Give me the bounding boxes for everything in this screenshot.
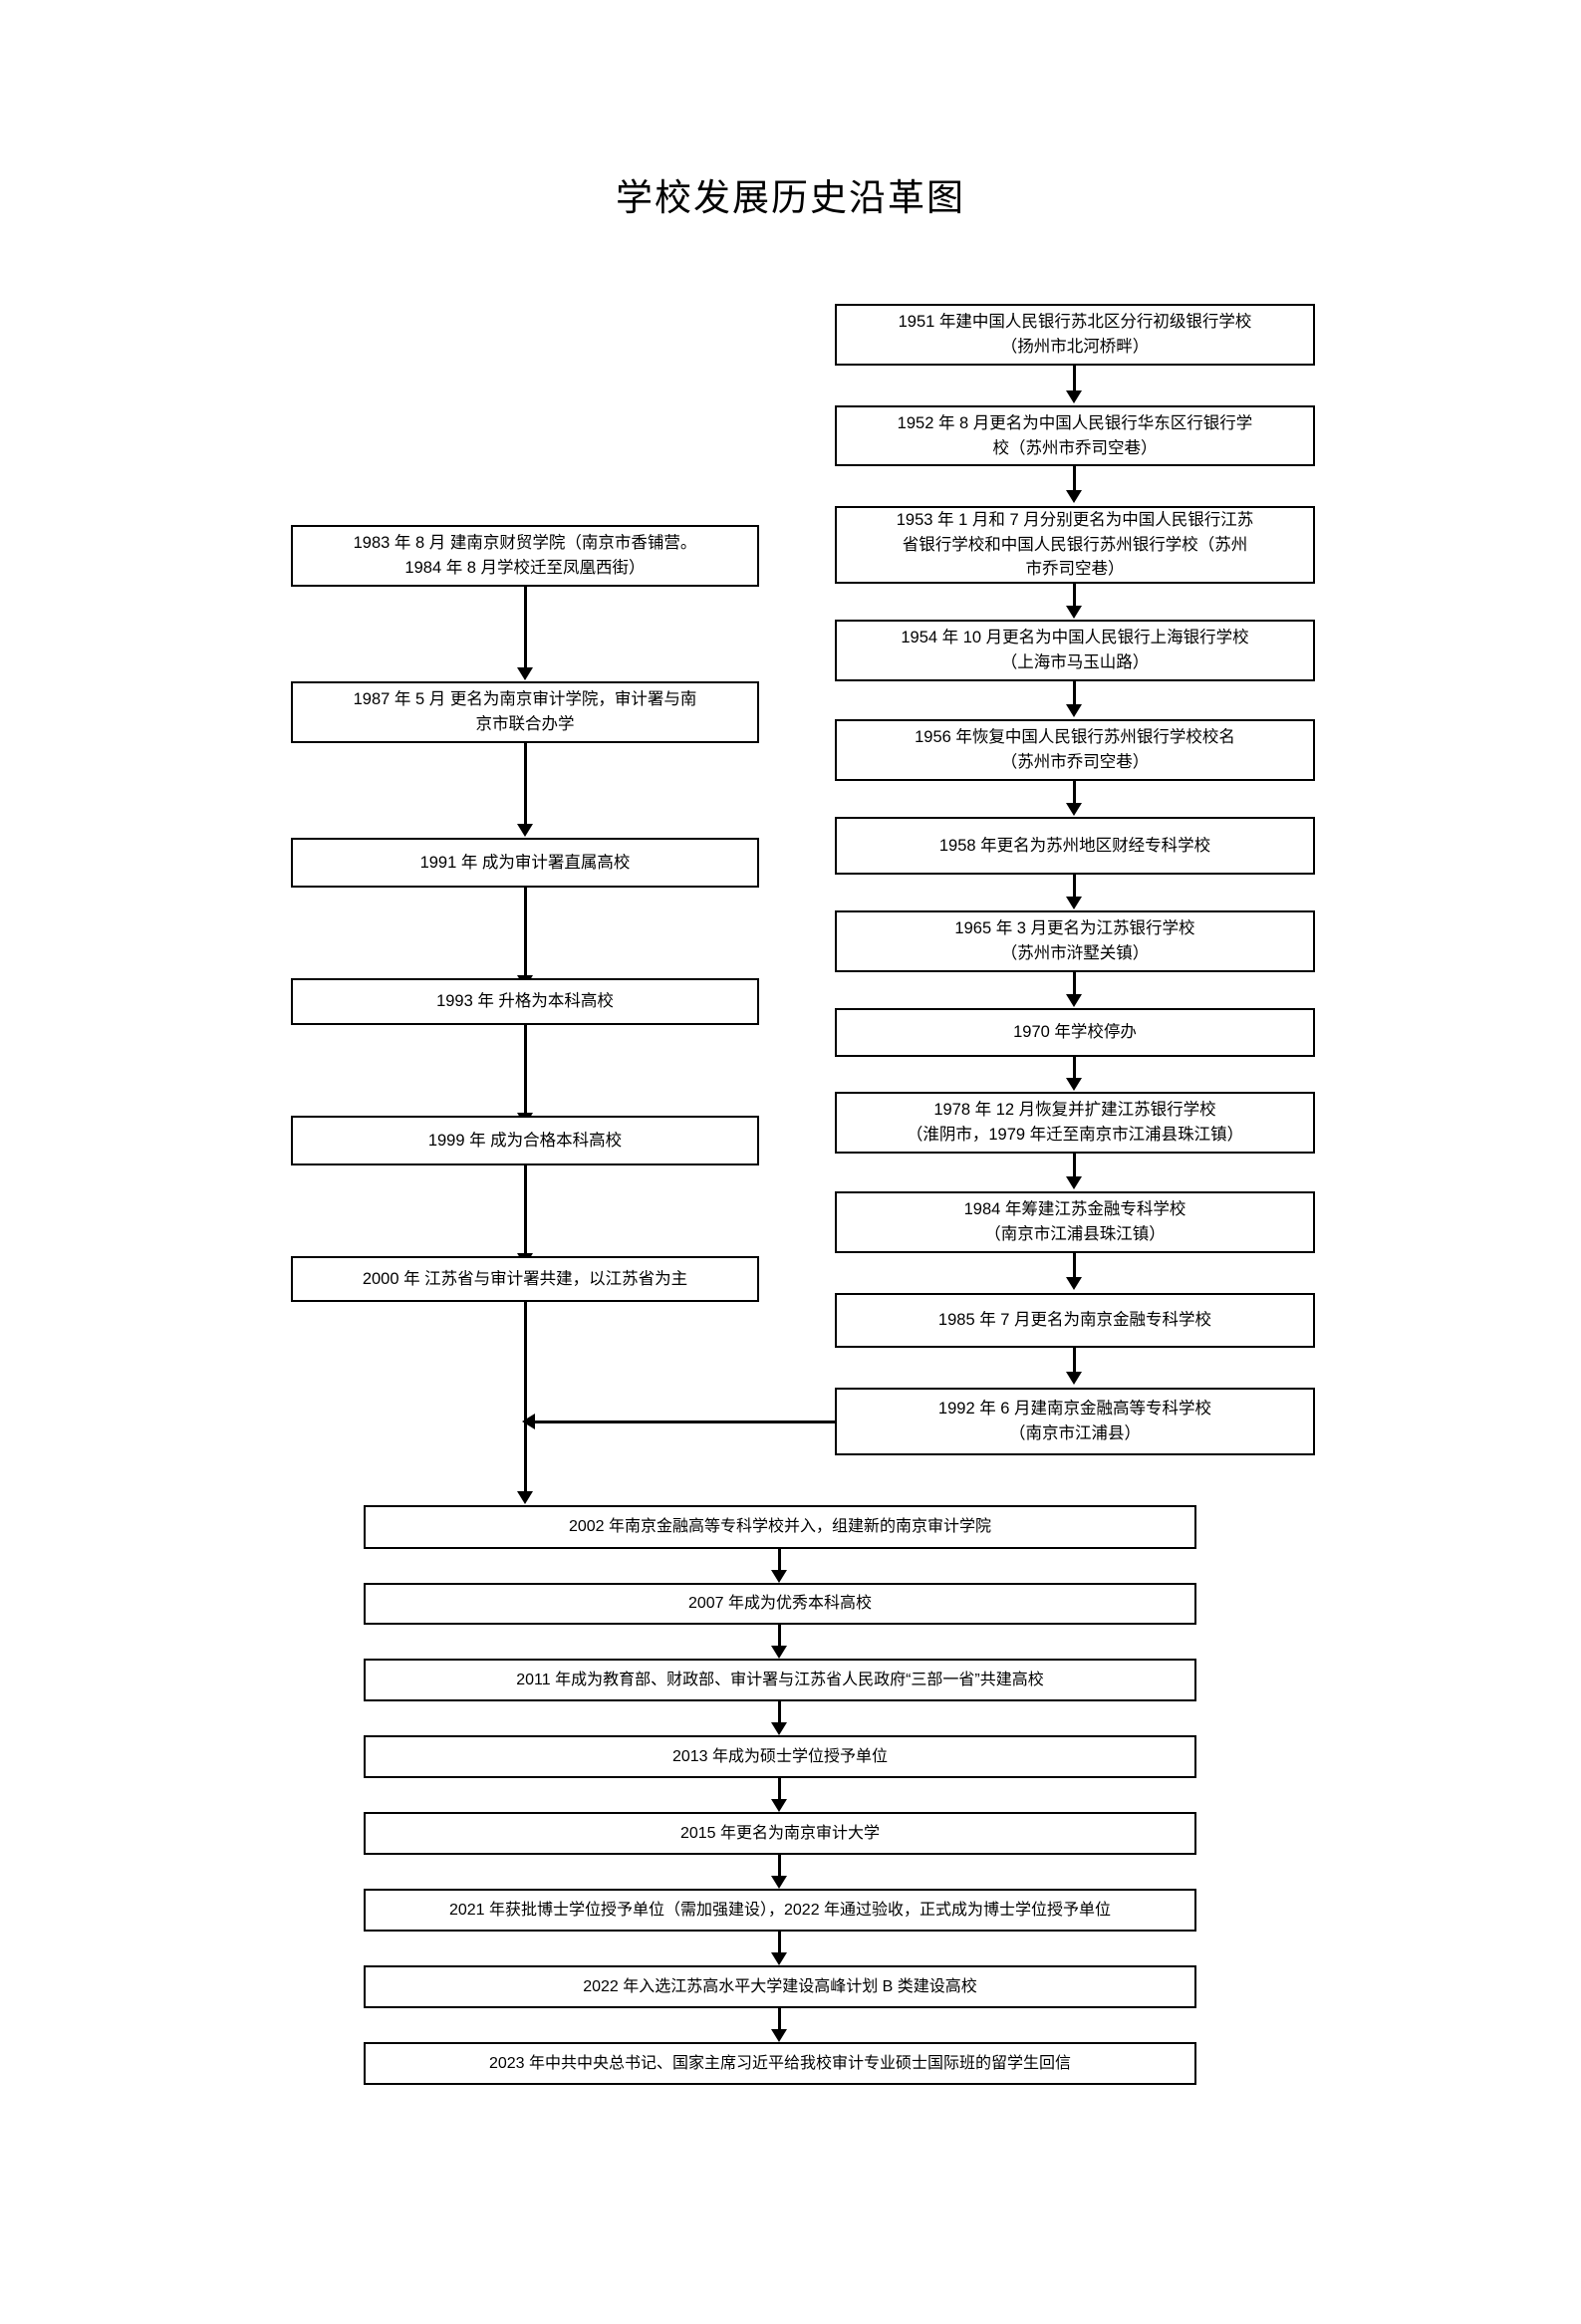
node-1987: 1987 年 5 月 更名为南京审计学院，审计署与南 京市联合办学 [291, 681, 759, 743]
node-2011: 2011 年成为教育部、财政部、审计署与江苏省人民政府“三部一省”共建高校 [364, 1659, 1196, 1701]
arrowhead-1958-1965 [1066, 897, 1082, 909]
arrowhead-2000-2002 [517, 1491, 533, 1504]
connector-1983-1987 [524, 587, 527, 672]
arrowhead-1983-1987 [517, 667, 533, 680]
node-1993: 1993 年 升格为本科高校 [291, 978, 759, 1025]
connector-1978-1984 [1073, 1154, 1076, 1182]
node-1984: 1984 年筹建江苏金融专科学校 （南京市江浦县珠江镇） [835, 1191, 1315, 1253]
node-2007: 2007 年成为优秀本科高校 [364, 1583, 1196, 1625]
arrowhead-2013-2015 [771, 1799, 787, 1812]
connector-1992-to-main [535, 1420, 836, 1423]
node-1992: 1992 年 6 月建南京金融高等专科学校 （南京市江浦县） [835, 1388, 1315, 1455]
connector-1970-1978 [1073, 1057, 1076, 1084]
arrowhead-1970-1978 [1066, 1078, 1082, 1091]
connector-1984-1985 [1073, 1253, 1076, 1283]
connector-1958-1965 [1073, 875, 1076, 903]
connector-1953-1954 [1073, 584, 1076, 612]
node-1956: 1956 年恢复中国人民银行苏州银行学校校名 （苏州市乔司空巷） [835, 719, 1315, 781]
node-1970: 1970 年学校停办 [835, 1008, 1315, 1057]
connector-1956-1958 [1073, 781, 1076, 809]
node-2021: 2021 年获批博士学位授予单位（需加强建设），2022 年通过验收，正式成为博… [364, 1889, 1196, 1932]
connector-2000-2002 [524, 1302, 527, 1496]
arrowhead-1952-1953 [1066, 490, 1082, 503]
connector-1999-2000 [524, 1165, 527, 1258]
arrowhead-2002-2007 [771, 1570, 787, 1583]
arrowhead-1965-1970 [1066, 994, 1082, 1007]
node-1952: 1952 年 8 月更名为中国人民银行华东区行银行学 校（苏州市乔司空巷） [835, 405, 1315, 466]
connector-1965-1970 [1073, 972, 1076, 1000]
node-1954: 1954 年 10 月更名为中国人民银行上海银行学校 （上海市马玉山路） [835, 620, 1315, 681]
arrowhead-1985-1992 [1066, 1372, 1082, 1385]
connector-2002-2007 [778, 1549, 781, 1575]
node-1999: 1999 年 成为合格本科高校 [291, 1116, 759, 1165]
arrowhead-2021-2022 [771, 1952, 787, 1965]
arrowhead-1984-1985 [1066, 1277, 1082, 1290]
connector-1985-1992 [1073, 1348, 1076, 1378]
arrowhead-2007-2011 [771, 1646, 787, 1659]
node-2000: 2000 年 江苏省与审计署共建，以江苏省为主 [291, 1256, 759, 1302]
node-1958: 1958 年更名为苏州地区财经专科学校 [835, 817, 1315, 875]
node-1951: 1951 年建中国人民银行苏北区分行初级银行学校 （扬州市北河桥畔） [835, 304, 1315, 366]
arrowhead-1956-1958 [1066, 803, 1082, 816]
connector-1952-1953 [1073, 466, 1076, 496]
connector-2022-2023 [778, 2008, 781, 2034]
node-2013: 2013 年成为硕士学位授予单位 [364, 1735, 1196, 1778]
node-1953: 1953 年 1 月和 7 月分别更名为中国人民银行江苏 省银行学校和中国人民银… [835, 506, 1315, 584]
arrowhead-2022-2023 [771, 2029, 787, 2042]
node-1991: 1991 年 成为审计署直属高校 [291, 838, 759, 888]
node-1983: 1983 年 8 月 建南京财贸学院（南京市香铺营。 1984 年 8 月学校迁… [291, 525, 759, 587]
connector-2011-2013 [778, 1701, 781, 1727]
node-2022: 2022 年入选江苏高水平大学建设高峰计划 B 类建设高校 [364, 1965, 1196, 2008]
connector-1951-1952 [1073, 366, 1076, 395]
node-2023: 2023 年中共中央总书记、国家主席习近平给我校审计专业硕士国际班的留学生回信 [364, 2042, 1196, 2085]
node-2015: 2015 年更名为南京审计大学 [364, 1812, 1196, 1855]
connector-2021-2022 [778, 1932, 781, 1957]
connector-1954-1956 [1073, 681, 1076, 710]
connector-2013-2015 [778, 1778, 781, 1804]
arrowhead-1953-1954 [1066, 606, 1082, 619]
arrowhead-1954-1956 [1066, 704, 1082, 717]
arrowhead-2011-2013 [771, 1722, 787, 1735]
connector-1987-1991 [524, 743, 527, 829]
connector-1991-1993 [524, 888, 527, 980]
connector-1993-1999 [524, 1025, 527, 1118]
node-2002: 2002 年南京金融高等专科学校并入，组建新的南京审计学院 [364, 1505, 1196, 1549]
connector-2007-2011 [778, 1625, 781, 1651]
node-1978: 1978 年 12 月恢复并扩建江苏银行学校 （淮阴市，1979 年迁至南京市江… [835, 1092, 1315, 1154]
connector-2015-2021 [778, 1855, 781, 1881]
arrowhead-1951-1952 [1066, 390, 1082, 403]
arrowhead-1978-1984 [1066, 1176, 1082, 1189]
page-title: 学校发展历史沿革图 [616, 178, 965, 219]
node-1965: 1965 年 3 月更名为江苏银行学校 （苏州市浒墅关镇） [835, 910, 1315, 972]
node-1985: 1985 年 7 月更名为南京金融专科学校 [835, 1293, 1315, 1348]
arrowhead-1987-1991 [517, 824, 533, 837]
arrowhead-2015-2021 [771, 1876, 787, 1889]
